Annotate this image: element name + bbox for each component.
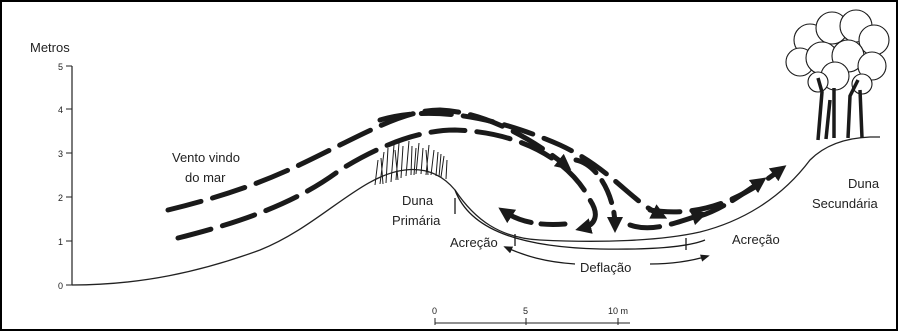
scale-tick-10m: 10 m [608,306,628,316]
y-tick-1: 1 [58,237,63,247]
deflation-label: Deflação [580,260,631,275]
accretion-left-label: Acreção [450,235,498,250]
accretion-right-label: Acreção [732,232,780,247]
secondary-dune-label-line2: Secundária [812,196,879,211]
y-tick-0: 0 [58,281,63,291]
wind-arrow-icon [168,110,780,238]
scale-tick-0: 0 [432,306,437,316]
y-tick-4: 4 [58,105,63,115]
primary-dune-label-line2: Primária [392,213,441,228]
y-tick-5: 5 [58,62,63,72]
deflation-arrow-right [650,256,708,264]
y-axis [66,66,72,285]
tree-icon [786,10,889,140]
y-tick-2: 2 [58,193,63,203]
y-tick-3: 3 [58,149,63,159]
primary-dune-label-line1: Duna [402,193,434,208]
secondary-dune-label-line1: Duna [848,176,880,191]
y-axis-label: Metros [30,40,70,55]
wind-label-line2: do mar [185,170,226,185]
scale-tick-5: 5 [523,306,528,316]
deflation-arrow-left [505,247,575,264]
wind-label-line1: Vento vindo [172,150,240,165]
grass-icon [375,141,447,185]
scale-bar [435,318,630,325]
